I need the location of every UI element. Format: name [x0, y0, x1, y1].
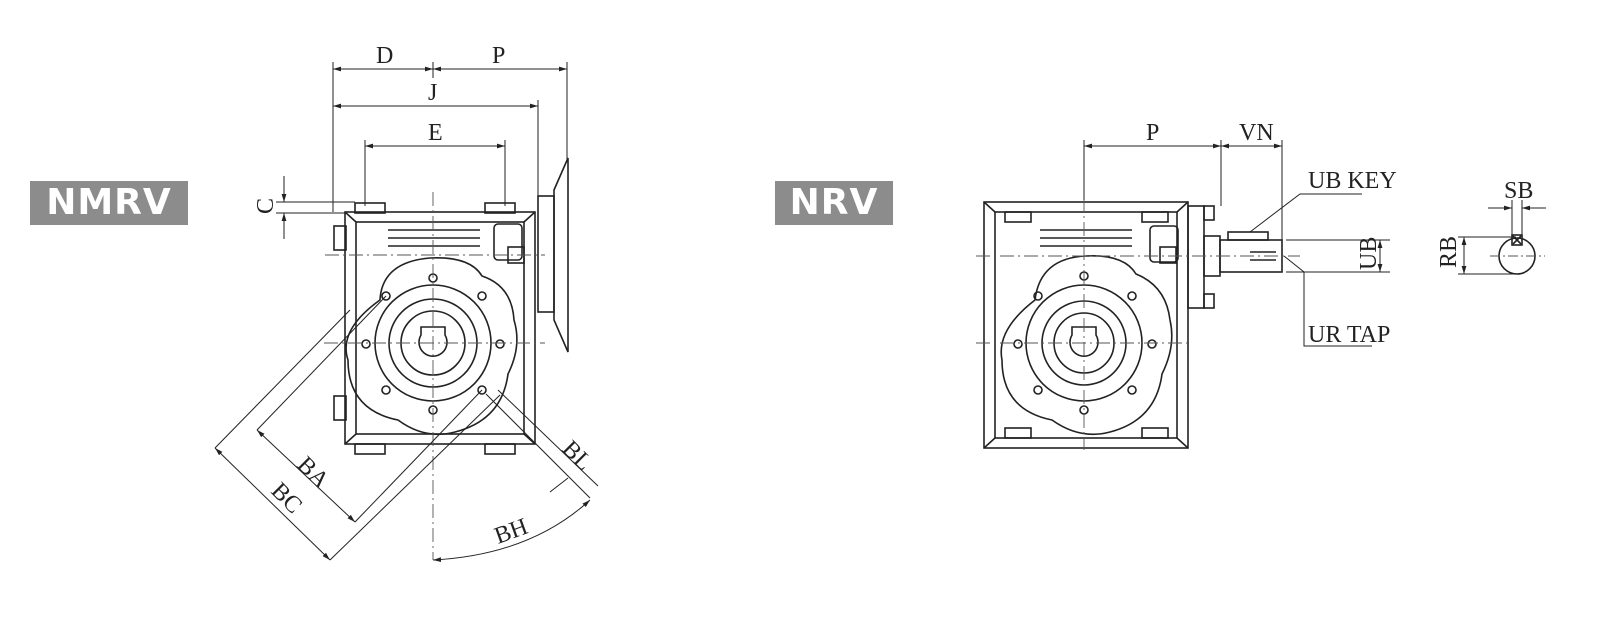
- dim-label-bl: BL: [557, 436, 597, 476]
- dim-label-vn: VN: [1239, 120, 1274, 146]
- dim-label-bh: BH: [491, 514, 531, 550]
- dim-label-ur-tap: UR TAP: [1308, 322, 1390, 348]
- shaft-cross-section: [1498, 234, 1536, 275]
- nmrv-gearbox-view: [333, 157, 569, 455]
- dim-label-ba: BA: [292, 452, 334, 494]
- shaft-dimension-labels: SB RB: [1436, 178, 1533, 268]
- dim-label-ub: UB: [1356, 237, 1382, 270]
- dim-label-j: J: [428, 80, 437, 106]
- nrv-gearbox-view: [983, 201, 1283, 449]
- nmrv-model-badge: NMRV: [30, 181, 188, 225]
- dim-label-p: P: [1146, 120, 1159, 146]
- dim-label-rb: RB: [1436, 236, 1462, 268]
- dim-label-p: P: [492, 43, 505, 69]
- dim-label-sb: SB: [1504, 178, 1533, 204]
- dim-label-bc: BC: [266, 478, 307, 519]
- nmrv-dimension-labels: D P J E C BA BC BL BH: [253, 43, 597, 550]
- nmrv-output-flange: [345, 257, 518, 436]
- nrv-housing-outline: [983, 201, 1189, 449]
- nrv-model-badge: NRV: [775, 181, 893, 225]
- dim-label-ub-key: UB KEY: [1308, 168, 1397, 194]
- dim-label-c: C: [253, 198, 279, 214]
- dim-label-e: E: [428, 120, 443, 146]
- nmrv-housing-outline: [344, 211, 536, 445]
- dim-label-d: D: [376, 43, 393, 69]
- nrv-dimension-labels: P VN UB KEY UB UR TAP: [1146, 120, 1397, 348]
